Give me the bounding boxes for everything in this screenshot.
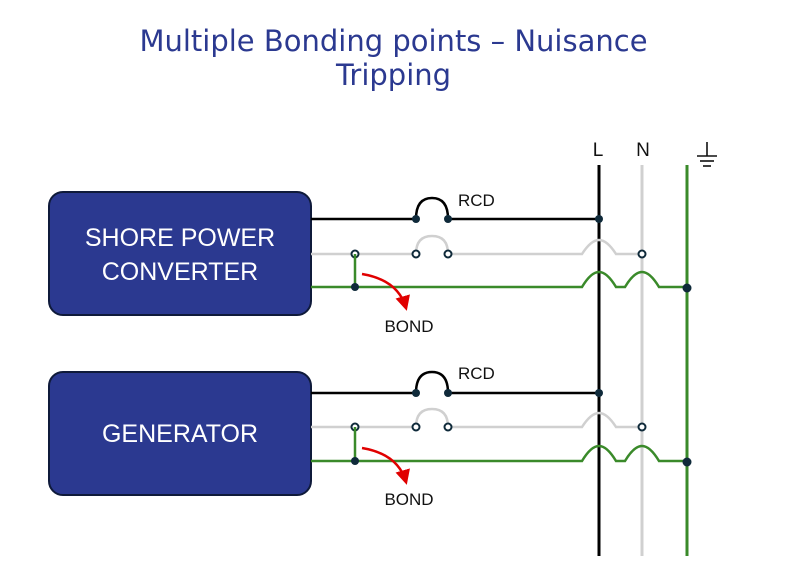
earth-bus-junction	[682, 457, 692, 467]
rcd-neutral-contact	[414, 407, 450, 428]
rcd-live-contact	[414, 196, 450, 220]
rcd-neutral-contact	[414, 234, 450, 255]
live-bus-label: L	[593, 140, 604, 161]
bond-node	[351, 283, 359, 291]
generator-box	[48, 371, 312, 496]
neutral-wire	[311, 411, 642, 429]
bond-arrow	[361, 446, 410, 485]
bond-arrow	[361, 272, 410, 311]
neutral-bus-junction	[637, 249, 647, 259]
neutral-bus-junction	[637, 422, 647, 432]
shore-power-converter-box	[48, 191, 312, 316]
rcd-node	[444, 389, 452, 397]
earth-wire	[311, 444, 687, 463]
live-bus-junction	[595, 389, 603, 397]
ground-icon	[697, 142, 717, 167]
source-generator: GENERATOR RCD BOND	[48, 364, 692, 509]
rcd-node	[444, 215, 452, 223]
neutral-node	[411, 422, 421, 432]
rcd-node	[412, 215, 420, 223]
bond-label: BOND	[384, 490, 433, 509]
neutral-node	[443, 422, 453, 432]
earth-wire	[311, 270, 687, 289]
bond-node	[351, 457, 359, 465]
shore-power-label-1: SHORE POWER	[85, 224, 275, 252]
shore-power-label-2: CONVERTER	[102, 258, 259, 286]
rcd-label: RCD	[458, 364, 495, 383]
neutral-bus-label: N	[636, 140, 650, 161]
neutral-node	[443, 249, 453, 259]
neutral-node	[411, 249, 421, 259]
rcd-node	[412, 389, 420, 397]
title-line-2: Tripping	[335, 58, 452, 92]
page-title: Multiple Bonding points – Nuisance Tripp…	[0, 24, 787, 92]
title-line-1: Multiple Bonding points – Nuisance	[139, 24, 648, 58]
earth-bus-junction	[682, 283, 692, 293]
rcd-live-contact	[414, 370, 450, 394]
generator-label: GENERATOR	[102, 420, 258, 448]
live-bus-junction	[595, 215, 603, 223]
neutral-wire	[311, 238, 642, 256]
bond-label: BOND	[384, 317, 433, 336]
rcd-label: RCD	[458, 191, 495, 210]
source-shore-power: SHORE POWER CONVERTER RCD BOND	[48, 191, 692, 336]
